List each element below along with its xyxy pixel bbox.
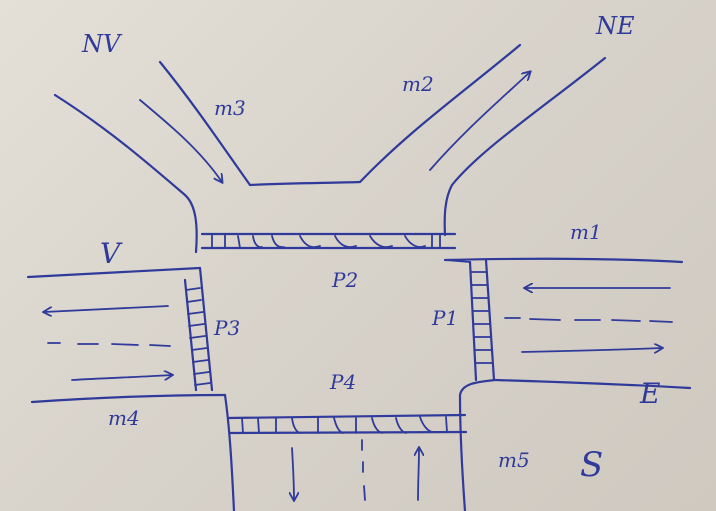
road-e-arrow-right: [522, 348, 662, 352]
road-w-bottom-edge: [32, 395, 225, 402]
crosswalk-p4: [228, 415, 466, 433]
label-m1: m1: [570, 222, 602, 242]
road-w-arrow-right: [72, 375, 172, 380]
road-s-arrow-down: [292, 448, 294, 500]
road-nw-inner-edge: [160, 62, 250, 185]
label-m4: m4: [108, 408, 140, 428]
label-ne: NE: [596, 14, 635, 38]
road-e-lane-divider: [505, 318, 672, 322]
road-w-arrow-left: [44, 306, 168, 312]
road-ne-left-edge: [360, 45, 520, 182]
label-s: S: [580, 448, 603, 482]
road-nw-outer-edge: [55, 95, 197, 252]
road-w-lane-divider: [48, 343, 170, 346]
road-e-top-edge: [445, 259, 682, 262]
corner-se: [460, 380, 495, 511]
label-p3: P3: [214, 318, 240, 338]
crosswalk-p2: [202, 234, 455, 248]
junction-top-edge: [250, 182, 360, 185]
road-e-bottom-edge: [495, 380, 690, 388]
label-p1: P1: [432, 308, 458, 328]
label-m2: m2: [402, 74, 434, 94]
label-m5: m5: [498, 450, 530, 470]
crosswalk-p3: [185, 268, 212, 390]
road-s-arrow-up: [418, 448, 419, 500]
corner-sw: [225, 395, 234, 511]
label-e: E: [640, 380, 660, 408]
road-s-lane-divider: [362, 440, 365, 500]
label-w: V: [100, 240, 120, 268]
road-ne-right-edge: [445, 58, 605, 235]
label-nw: NV: [82, 32, 120, 56]
label-p4: P4: [330, 372, 356, 392]
label-m3: m3: [214, 98, 246, 118]
road-nw-arrow: [140, 100, 222, 182]
label-p2: P2: [332, 270, 358, 290]
